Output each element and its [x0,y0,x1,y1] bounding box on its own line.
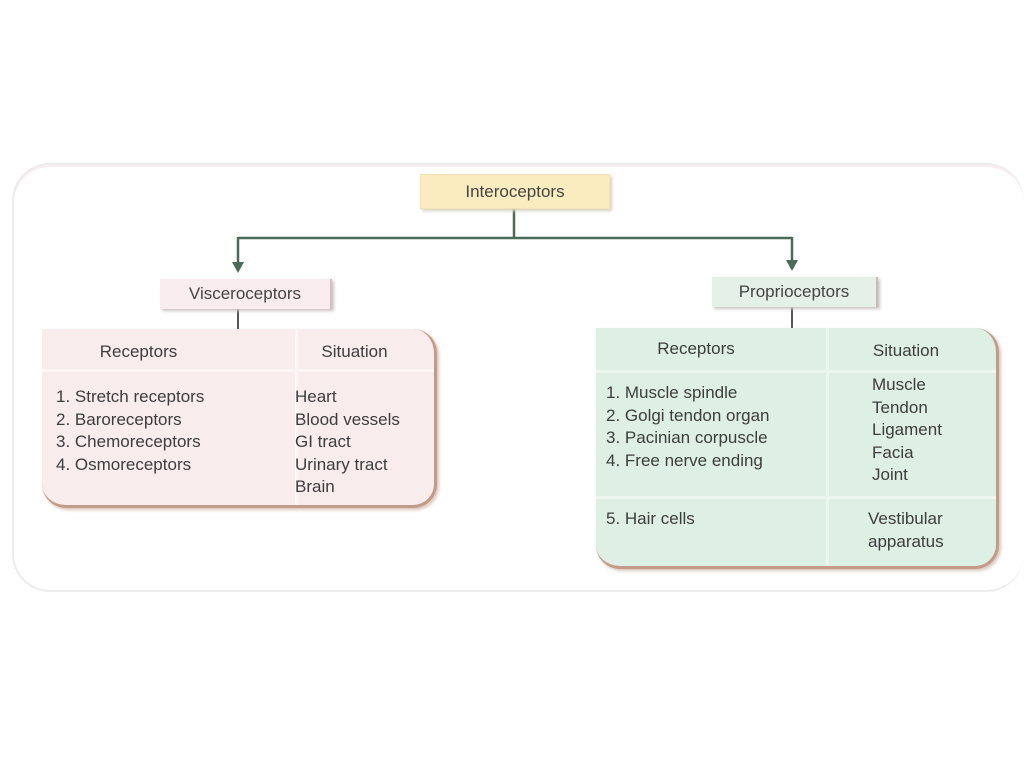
table-header-row: Receptors Situation [596,338,996,363]
header-divider [42,369,434,372]
list-item: 2. Golgi tendon organ [606,405,770,425]
list-item: 5. Hair cells [606,509,695,528]
proprioceptors-label: Proprioceptors [738,282,850,301]
outer-frame [12,163,1024,592]
list-item: 4. Osmoreceptors [56,454,192,474]
table-header-row: Receptors Situation [42,341,434,364]
visceroceptors-label: Visceroceptors [188,284,302,303]
list-item: Blood vessels [295,409,400,429]
list-item: 3. Chemoreceptors [56,432,201,451]
list-item: apparatus [868,531,944,551]
root-node-interoceptors: Interoceptors [420,174,610,209]
list-item: GI tract [295,432,351,451]
table-row: 1. Stretch receptors 2. Baroreceptors 3.… [42,386,434,499]
right-arrow-icon [786,260,798,271]
header-receptors: Receptors [99,342,178,361]
header-divider [596,370,996,373]
situation-list: Vestibular apparatus [826,508,996,553]
list-item: Joint [872,465,908,484]
list-item: 2. Baroreceptors [56,409,182,429]
list-item: Tendon [872,397,928,417]
situation-list: Muscle Tendon Ligament Facia Joint [826,374,996,487]
receptor-list: 1. Stretch receptors 2. Baroreceptors 3.… [42,386,295,499]
column-divider [826,328,829,566]
list-item: Ligament [872,420,942,439]
list-item: Brain [295,477,335,496]
left-arrow-icon [232,262,244,273]
list-item: Muscle [872,375,926,394]
list-item: Heart [295,387,337,406]
table-row: 1. Muscle spindle 2. Golgi tendon organ … [596,374,996,487]
list-item: Facia [872,442,914,462]
visceroceptors-table: Receptors Situation 1. Stretch receptors… [42,329,437,508]
receptor-list: 5. Hair cells [596,508,826,553]
proprioceptors-table: Receptors Situation 1. Muscle spindle 2.… [596,328,999,569]
list-item: 1. Stretch receptors [56,387,205,406]
list-item: 1. Muscle spindle [606,383,738,402]
list-item: 3. Pacinian corpuscle [606,428,768,447]
group-divider [596,496,996,499]
header-situation: Situation [872,341,940,360]
node-proprioceptors: Proprioceptors [712,277,878,307]
receptor-list: 1. Muscle spindle 2. Golgi tendon organ … [596,374,826,487]
table-row: 5. Hair cells Vestibular apparatus [596,508,996,553]
list-item: Vestibular [868,509,943,528]
column-divider [295,329,298,505]
header-situation: Situation [321,342,388,361]
list-item: Urinary tract [295,454,388,474]
situation-list: Heart Blood vessels GI tract Urinary tra… [295,386,434,499]
list-item: 4. Free nerve ending [606,450,763,470]
header-receptors: Receptors [657,339,735,358]
node-visceroceptors: Visceroceptors [160,279,332,309]
root-label: Interoceptors [465,181,565,201]
